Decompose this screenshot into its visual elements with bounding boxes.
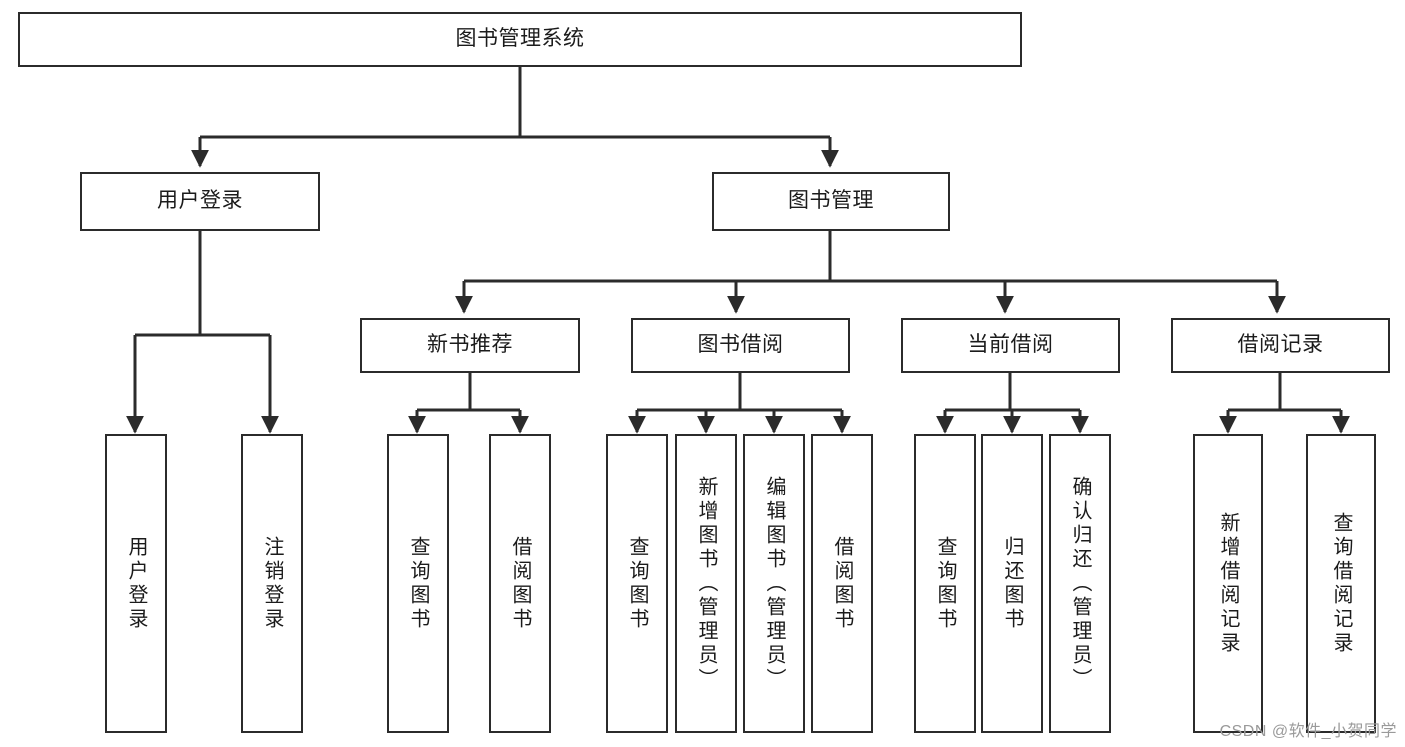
node-label: 归还图书 [1001,535,1023,632]
node-label: 用户登录 [157,189,243,213]
node-label: 图书管理 [788,189,874,213]
node-borrow-record[interactable]: 借阅记录 [1171,318,1390,373]
node-label: 图书管理系统 [455,27,585,51]
node-label: 借阅图书 [509,535,531,632]
node-label: 图书借阅 [697,333,784,357]
node-leaf-borrow-book-1[interactable]: 借阅图书 [489,434,551,733]
node-book-borrow[interactable]: 图书借阅 [631,318,850,373]
node-leaf-borrow-book-2[interactable]: 借阅图书 [811,434,873,733]
node-leaf-add-book[interactable]: 新增图书（管理员） [675,434,737,733]
node-leaf-user-login[interactable]: 用户登录 [105,434,167,733]
node-leaf-return-book[interactable]: 归还图书 [981,434,1043,733]
node-leaf-logout-login[interactable]: 注销登录 [241,434,303,733]
node-label: 新书推荐 [427,333,513,357]
node-label: 确认归还（管理员） [1069,475,1091,692]
node-leaf-query-book-1[interactable]: 查询图书 [387,434,449,733]
node-leaf-query-book-2[interactable]: 查询图书 [606,434,668,733]
node-new-book-recommend[interactable]: 新书推荐 [360,318,580,373]
node-label: 新增借阅记录 [1217,511,1239,656]
node-root-book-management-system[interactable]: 图书管理系统 [18,12,1022,67]
csdn-watermark: CSDN @软件_小贺同学 [1219,723,1397,740]
node-label: 编辑图书（管理员） [763,475,785,692]
node-user-login[interactable]: 用户登录 [80,172,320,231]
node-label: 查询图书 [626,535,648,632]
node-book-manage[interactable]: 图书管理 [712,172,950,231]
node-label: 用户登录 [125,535,147,632]
node-label: 新增图书（管理员） [695,475,717,692]
node-label: 注销登录 [261,535,283,632]
node-label: 查询图书 [407,535,429,632]
node-label: 查询图书 [934,535,956,632]
node-leaf-query-record[interactable]: 查询借阅记录 [1306,434,1376,733]
node-leaf-confirm-return[interactable]: 确认归还（管理员） [1049,434,1111,733]
node-label: 当前借阅 [967,333,1054,357]
node-leaf-edit-book[interactable]: 编辑图书（管理员） [743,434,805,733]
node-label: 借阅图书 [831,535,853,632]
node-current-borrow[interactable]: 当前借阅 [901,318,1120,373]
node-label: 查询借阅记录 [1330,511,1352,656]
node-leaf-query-book-3[interactable]: 查询图书 [914,434,976,733]
node-leaf-add-record[interactable]: 新增借阅记录 [1193,434,1263,733]
node-label: 借阅记录 [1237,333,1324,357]
